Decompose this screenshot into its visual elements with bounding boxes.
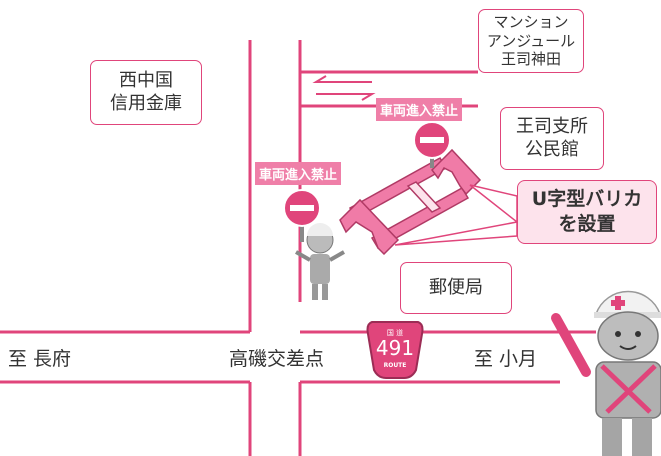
place-bank: 西中国 信用金庫 [90, 60, 202, 125]
place-post-office-label: 郵便局 [429, 276, 483, 298]
traffic-guard-icon [295, 223, 345, 300]
place-post-office: 郵便局 [400, 262, 512, 314]
traffic-guard-icon [551, 290, 661, 456]
place-mansion: マンション アンジュール 王司神田 [478, 9, 584, 73]
no-entry-label-2: 車両進入禁止 [376, 98, 463, 121]
place-community-center-line-2: 公民館 [525, 138, 579, 160]
route-kanji: 国 道 [386, 329, 404, 337]
barrier-callout-line-2: を設置 [558, 213, 616, 235]
place-mansion-line-2: アンジュール [486, 31, 576, 50]
place-community-center: 王司支所 公民館 [500, 107, 604, 170]
route-shield-icon: 国 道 491 ROUTE [366, 320, 424, 380]
u-shaped-barrier-icon [339, 148, 482, 256]
place-community-center-line-1: 王司支所 [516, 116, 588, 137]
barrier-callout: U字型バリカ を設置 [517, 180, 657, 244]
two-way-arrow-icon [312, 75, 376, 101]
no-entry-sign-icon [283, 121, 451, 242]
no-entry-label-1: 車両進入禁止 [255, 162, 342, 185]
route-number: 491 [375, 336, 415, 360]
place-mansion-line-1: マンション [493, 12, 569, 31]
place-bank-line-2: 信用金庫 [110, 92, 182, 114]
place-bank-line-1: 西中国 [119, 70, 173, 91]
route-word: ROUTE [383, 362, 407, 369]
road-label-to-chofu: 至 長府 [8, 348, 72, 370]
road-label-to-ozuki: 至 小月 [474, 348, 538, 370]
barrier-callout-line-1: U字型バリカ [531, 188, 643, 211]
intersection-label: 高磯交差点 [229, 348, 325, 370]
place-mansion-line-3: 王司神田 [500, 50, 561, 69]
